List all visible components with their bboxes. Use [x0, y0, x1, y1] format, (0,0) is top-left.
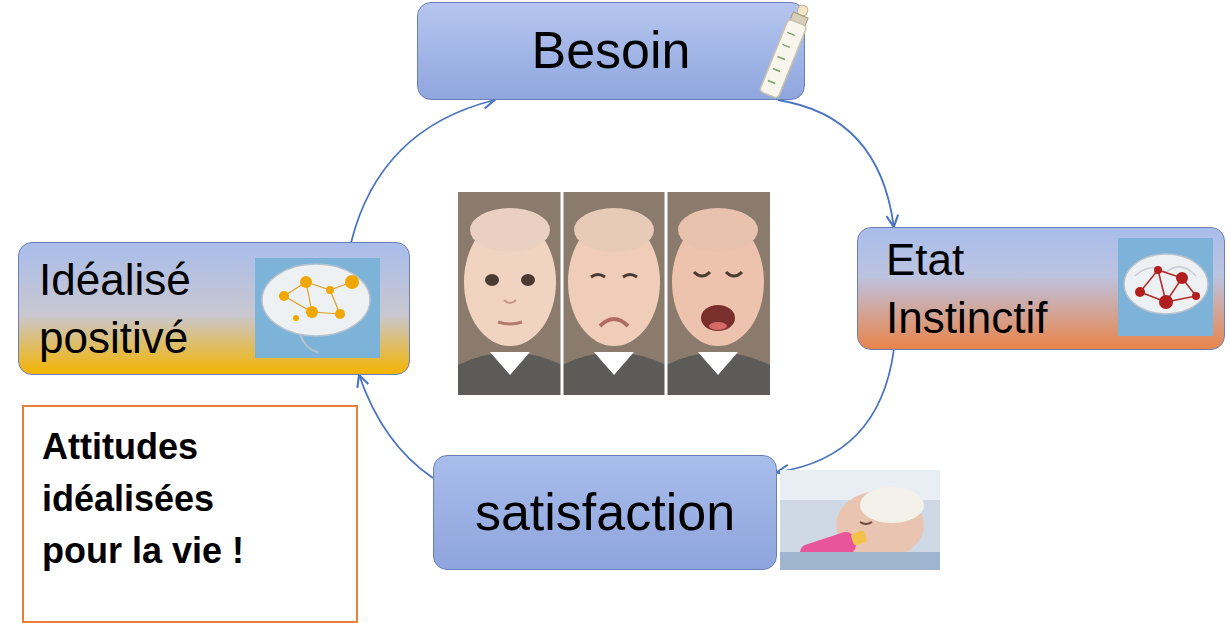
- node-label: Etat Instinctif: [886, 231, 1101, 345]
- process-box: Besoin: [417, 2, 805, 100]
- bottle-icon: [759, 2, 814, 99]
- state-box: Etat Instinctif: [857, 227, 1225, 350]
- note-box: Attitudes idéalisées pour la vie !: [22, 405, 358, 623]
- process-box: satisfaction: [433, 455, 777, 570]
- cycle-arrow: [351, 100, 494, 242]
- node-label: Attitudes idéalisées pour la vie !: [42, 421, 297, 578]
- feeding-photo: [780, 470, 940, 570]
- state-box: Idéalisé positivé: [18, 242, 410, 375]
- cycle-arrow: [359, 375, 433, 478]
- brain-network-icon: [255, 258, 380, 358]
- brain-network-icon: [1118, 238, 1213, 336]
- node-label: satisfaction: [475, 479, 735, 547]
- node-label: Idéalisé positivé: [39, 251, 254, 365]
- baby-faces-photo: [458, 192, 770, 395]
- cycle-arrow: [777, 350, 894, 472]
- node-label: Besoin: [532, 17, 691, 85]
- cycle-arrow: [778, 100, 894, 227]
